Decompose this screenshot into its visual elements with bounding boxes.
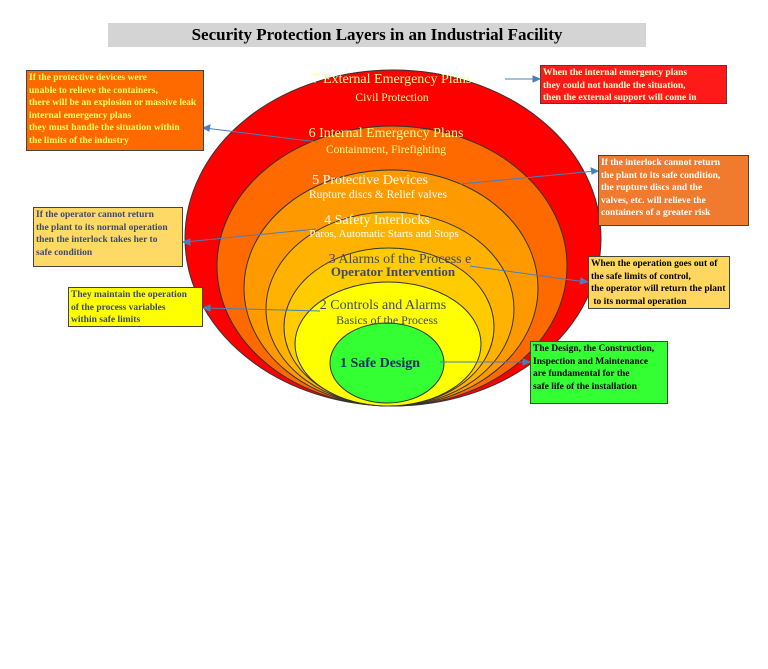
arrowhead-design xyxy=(522,358,532,366)
arrowhead-controls xyxy=(201,304,211,312)
connector-interlocks xyxy=(184,228,317,243)
diagram-title: Security Protection Layers in an Industr… xyxy=(191,25,563,44)
arrowhead-interlocks xyxy=(181,238,191,246)
connector-internal xyxy=(204,127,319,143)
layer-5-label: 5 Protective Devices xyxy=(312,173,428,188)
callout-external-emergency: When the internal emergency plans they c… xyxy=(540,65,727,104)
layer-6-label: 6 Internal Emergency Plans xyxy=(309,126,464,141)
arrowhead-protective xyxy=(590,167,600,175)
layer-4-label: 4 Safety Interlocks xyxy=(324,213,430,228)
callout-protective-devices: If the interlock cannot return the plant… xyxy=(598,155,749,226)
layer-7-subtitle: Civil Protection xyxy=(355,92,428,104)
layer-2-subtitle: Basics of the Process xyxy=(336,313,438,327)
arrowhead-internal xyxy=(201,124,211,132)
callout-safe-design: The Design, the Construction, Inspection… xyxy=(530,341,668,404)
layer-4-subtitle: Paros, Automatic Starts and Stops xyxy=(309,228,458,240)
connector-alarms xyxy=(469,265,587,283)
layer-1-label: 1 Safe Design xyxy=(340,356,420,371)
layer-3-label: 3 Alarms of the Process e xyxy=(329,252,472,267)
arrowhead-alarms xyxy=(579,277,590,285)
layer-3-subtitle: Operator Intervention xyxy=(331,264,456,279)
layer-1-shape xyxy=(329,322,445,404)
title-bar: Security Protection Layers in an Industr… xyxy=(108,23,646,47)
callout-controls: They maintain the operation of the proce… xyxy=(68,287,203,327)
layer-2-label: 2 Controls and Alarms xyxy=(320,298,446,313)
callout-internal-emergency: If the protective devices were unable to… xyxy=(26,70,204,151)
layer-7-label: 7 External Emergency Plans xyxy=(313,72,472,87)
connector-controls xyxy=(204,307,321,312)
arrowhead-external xyxy=(532,75,542,83)
callout-safety-interlocks: If the operator cannot return the plant … xyxy=(33,207,183,267)
connector-protective xyxy=(459,170,597,185)
callout-alarms: When the operation goes out of the safe … xyxy=(588,256,730,309)
layer-6-subtitle: Containment, Firefighting xyxy=(326,144,446,156)
layer-5-subtitle: Rupture discs & Relief valves xyxy=(309,189,447,201)
